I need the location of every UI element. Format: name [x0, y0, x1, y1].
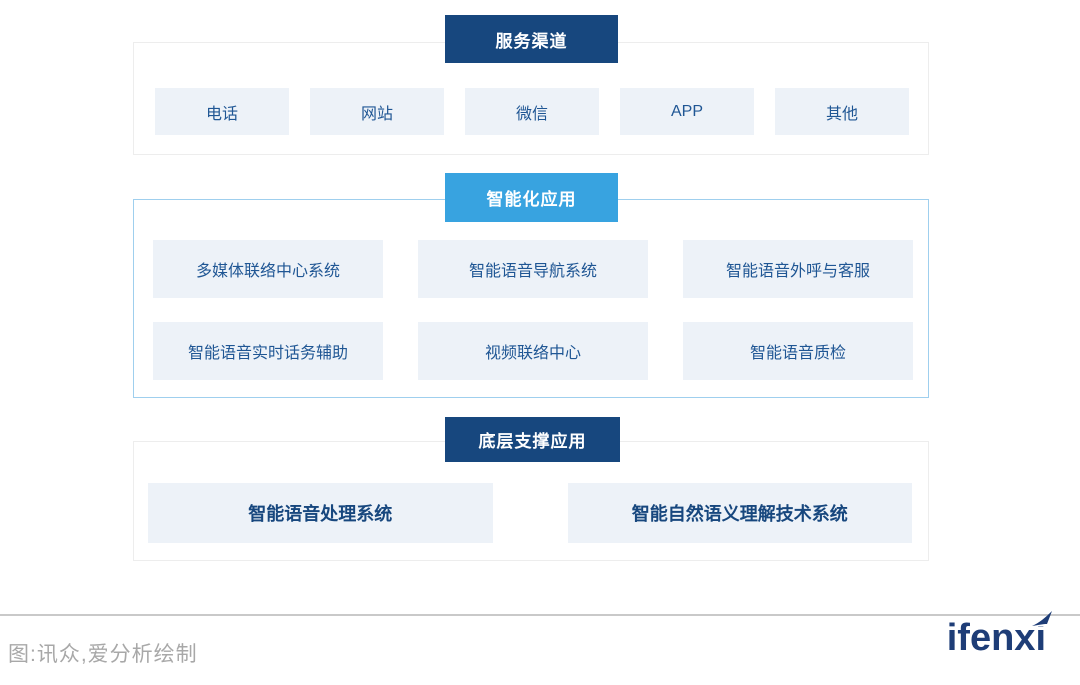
app-item-multimedia-contact-center: 多媒体联络中心系统 — [153, 240, 383, 298]
ifenxi-logo-arrow-icon — [1032, 611, 1052, 626]
channel-item-app: APP — [620, 88, 754, 135]
foundation-row: 智能语音处理系统 智能自然语义理解技术系统 — [148, 483, 912, 543]
footer-divider — [0, 614, 1080, 616]
app-item-realtime-call-assist: 智能语音实时话务辅助 — [153, 322, 383, 380]
apps-row-2: 智能语音实时话务辅助 视频联络中心 智能语音质检 — [153, 322, 913, 380]
channel-item-wechat: 微信 — [465, 88, 599, 135]
section-header-foundation-apps: 底层支撑应用 — [445, 417, 620, 462]
section-header-service-channels: 服务渠道 — [445, 15, 618, 63]
app-item-voice-outbound-service: 智能语音外呼与客服 — [683, 240, 913, 298]
foundation-item-nlu-system: 智能自然语义理解技术系统 — [567, 483, 912, 543]
foundation-item-speech-processing: 智能语音处理系统 — [148, 483, 493, 543]
channel-item-phone: 电话 — [155, 88, 289, 135]
apps-row-1: 多媒体联络中心系统 智能语音导航系统 智能语音外呼与客服 — [153, 240, 913, 298]
intelligent-apps-group: 多媒体联络中心系统 智能语音导航系统 智能语音外呼与客服 智能语音实时话务辅助 … — [133, 199, 929, 398]
channel-item-other: 其他 — [775, 88, 909, 135]
section-header-intelligent-apps: 智能化应用 — [445, 173, 618, 222]
app-item-voice-quality-inspection: 智能语音质检 — [683, 322, 913, 380]
app-item-voice-navigation: 智能语音导航系统 — [418, 240, 648, 298]
ifenxi-logo-text: ifenxi — [946, 617, 1046, 659]
channels-row: 电话 网站 微信 APP 其他 — [155, 88, 909, 135]
source-note: 图:讯众,爱分析绘制 — [8, 643, 198, 666]
channel-item-website: 网站 — [310, 88, 444, 135]
ifenxi-logo: ifenxi — [946, 611, 1052, 660]
app-item-video-contact-center: 视频联络中心 — [418, 322, 648, 380]
